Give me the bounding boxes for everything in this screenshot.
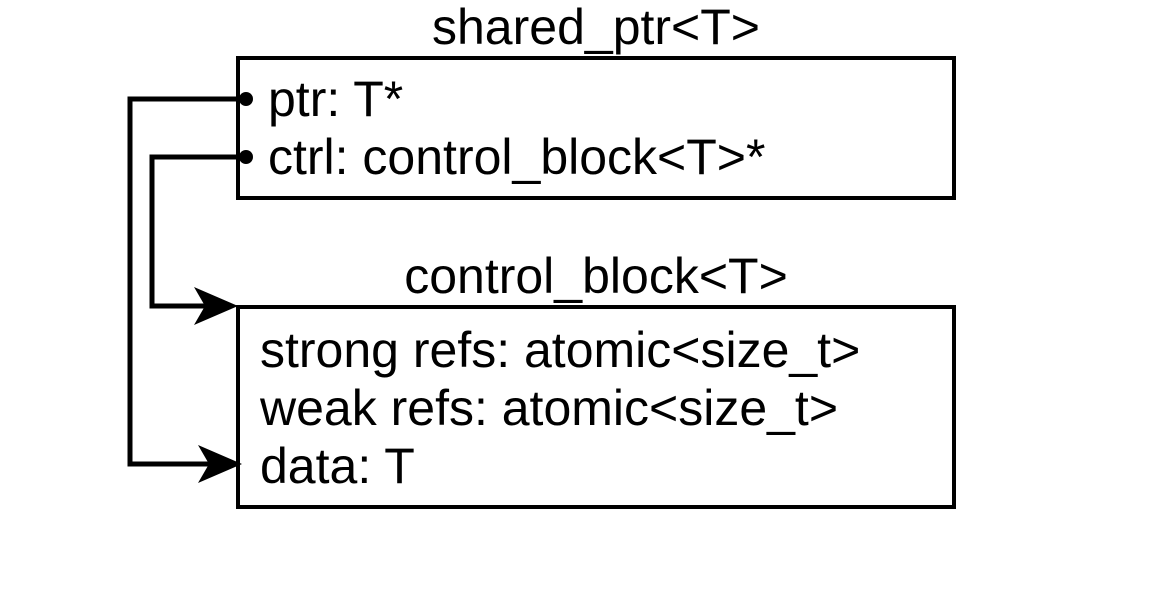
control-block-fields: strong refs: atomic<size_t> weak refs: a… — [240, 309, 952, 495]
control-block-box: strong refs: atomic<size_t> weak refs: a… — [236, 305, 956, 509]
field-ptr: ptr: T* — [268, 71, 404, 127]
field-weak-refs: weak refs: atomic<size_t> — [260, 380, 839, 436]
shared-ptr-box: ptr: T* ctrl: control_block<T>* — [236, 56, 956, 200]
field-data: data: T — [260, 438, 415, 494]
ctrl-connector-line — [149, 154, 246, 309]
ctrl-arrowhead-icon — [194, 287, 238, 325]
connector-ptr-to-data — [127, 92, 253, 483]
control-block-box-title: control_block<T> — [404, 248, 788, 304]
shared-ptr-fields: ptr: T* ctrl: control_block<T>* — [240, 60, 952, 186]
shared-ptr-box-title: shared_ptr<T> — [432, 0, 760, 55]
field-ctrl: ctrl: control_block<T>* — [268, 129, 766, 185]
ptr-connector-line — [127, 96, 246, 467]
field-strong-refs: strong refs: atomic<size_t> — [260, 322, 861, 378]
